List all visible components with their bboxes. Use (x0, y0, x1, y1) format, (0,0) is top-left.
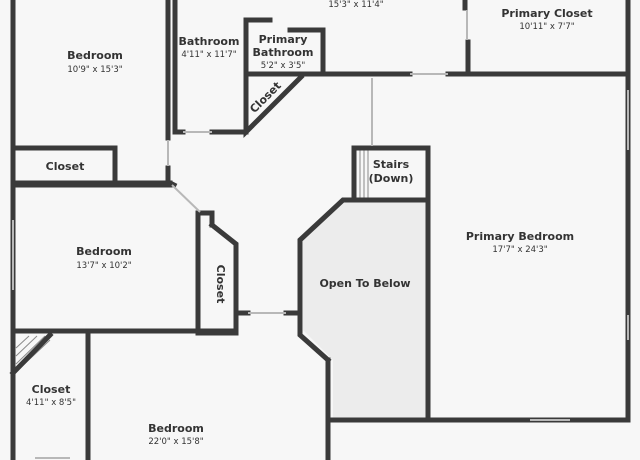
closet-bottom-left-dimension: 4'11" x 8'5" (26, 398, 76, 408)
openings (12, 10, 629, 459)
bedroom-bottom-label: Bedroom (148, 422, 204, 435)
open-to-below-area (303, 200, 428, 420)
bedroom-mid-left-label: Bedroom (76, 245, 132, 258)
primary-bedroom-label: Primary Bedroom (466, 230, 574, 243)
primary-bathroom-label-line1: Primary (259, 33, 308, 46)
primary-closet-dimension: 10'11" x 7'7" (519, 22, 574, 32)
bedroom-mid-left-dimension: 13'7" x 10'2" (76, 261, 131, 271)
closet-bottom-left-label: Closet (32, 383, 71, 396)
bathroom-label: Bathroom (179, 35, 240, 48)
open-to-below-label: Open To Below (319, 277, 410, 290)
primary-bedroom-dimension: 17'7" x 24'3" (492, 245, 547, 255)
stairs-treads (359, 150, 369, 198)
bedroom-bottom-dimension: 22'0" x 15'8" (148, 437, 203, 447)
closet-left-label: Closet (46, 160, 85, 173)
stairs-label-line1: Stairs (373, 158, 410, 171)
primary-bathroom-dimension: 5'2" x 3'5" (261, 61, 306, 71)
closet-vertical-label: Closet (214, 265, 227, 304)
bedroom-top-left-label: Bedroom (67, 49, 123, 62)
primary-bathroom-label-line2: Bathroom (253, 46, 314, 59)
bedroom-top-left-dimension: 10'9" x 15'3" (67, 65, 122, 75)
walls (9, 0, 631, 460)
primary-closet-label: Primary Closet (501, 7, 592, 20)
top-room-dimension: 15'3" x 11'4" (328, 0, 383, 10)
stairs-label-line2: (Down) (369, 172, 414, 185)
bathroom-dimension: 4'11" x 11'7" (181, 50, 236, 60)
